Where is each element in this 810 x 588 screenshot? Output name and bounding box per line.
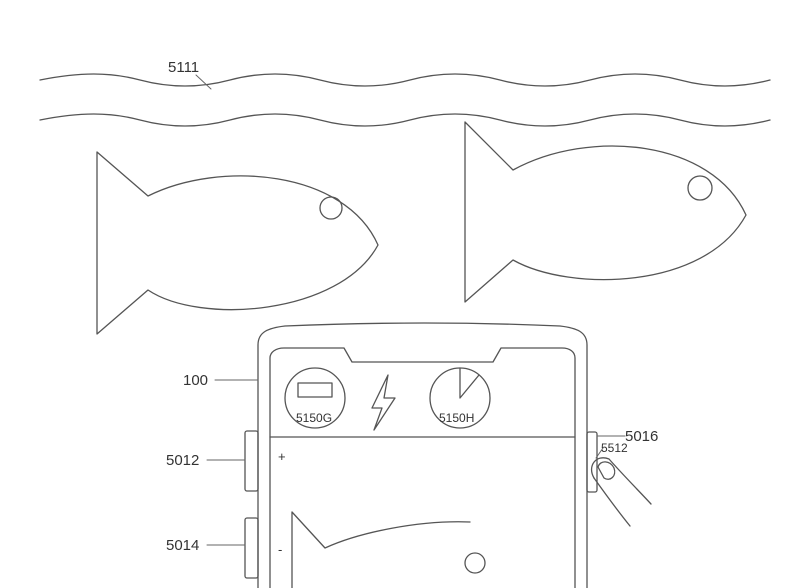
battery-indicator-ring	[284, 367, 346, 429]
screen-fish-eye	[464, 552, 486, 574]
minus-sign: -	[278, 542, 282, 557]
timer-indicator: 5150H	[429, 367, 491, 429]
device-screen-frame	[269, 347, 576, 588]
label-touch-contact: 5512	[601, 441, 628, 455]
fish-body-left	[96, 151, 379, 335]
fish-icon	[464, 121, 747, 303]
label-device: 100	[183, 372, 208, 389]
fish-body-right	[464, 121, 747, 303]
plus-sign: +	[278, 449, 286, 464]
finger-icon	[590, 457, 652, 527]
leader-line-5111	[195, 74, 212, 90]
device-outer-frame	[257, 322, 588, 588]
side-button[interactable]	[586, 431, 598, 493]
battery-icon	[297, 382, 333, 398]
wave-line-top	[39, 73, 771, 87]
leader-line-5512	[595, 447, 604, 459]
volume-down-button[interactable]	[244, 517, 259, 579]
label-volume-up-button: 5012	[166, 452, 199, 469]
screen-fish-icon	[291, 511, 471, 588]
pie-timer-icon	[459, 367, 480, 399]
water-surface: 5111	[39, 59, 771, 127]
label-water-surface: 5111	[168, 59, 199, 76]
label-battery-indicator: 5150G	[296, 411, 332, 425]
fish-eye-left	[319, 196, 343, 220]
fish-eye-right	[687, 175, 713, 201]
battery-indicator: 5150G	[284, 367, 346, 429]
fingernail	[597, 461, 616, 480]
label-side-button: 5016	[625, 428, 658, 445]
label-timer-indicator: 5150H	[439, 411, 474, 425]
volume-up-button[interactable]	[244, 430, 259, 492]
finger-outline	[590, 457, 652, 505]
fish-icon	[96, 151, 379, 335]
label-volume-down-button: 5014	[166, 537, 199, 554]
lightning-icon	[371, 374, 396, 431]
finger-lower-edge	[593, 477, 631, 527]
wave-line-bottom	[39, 113, 771, 127]
device: 5150G 5150H + -	[257, 322, 588, 588]
